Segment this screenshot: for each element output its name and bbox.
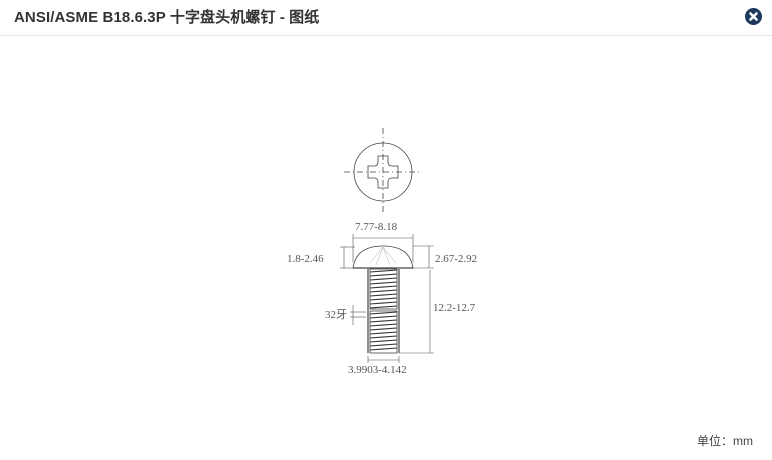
close-button[interactable] [745,8,762,25]
close-icon [749,12,758,21]
dim-thread-pitch: 32牙 [325,309,347,321]
dialog-header: ANSI/ASME B18.6.3P 十字盘头机螺钉 - 图纸 [0,0,772,36]
dim-head-height: 1.8-2.46 [287,253,324,265]
screw-drawing: 7.77-8.18 1.8-2.46 2.67-2.92 12.2-12.7 3… [287,128,477,376]
dialog-title: ANSI/ASME B18.6.3P 十字盘头机螺钉 - 图纸 [14,9,320,26]
unit-label: 单位：mm [697,434,753,448]
dim-head-diameter: 7.77-8.18 [355,221,398,233]
dimension-lines [340,234,434,363]
side-view [352,245,414,354]
dim-length: 12.2-12.7 [433,302,476,314]
dim-thread-diameter: 3.9903-4.142 [348,364,407,376]
top-view [344,128,422,212]
dim-head-height-total: 2.67-2.92 [435,253,477,265]
